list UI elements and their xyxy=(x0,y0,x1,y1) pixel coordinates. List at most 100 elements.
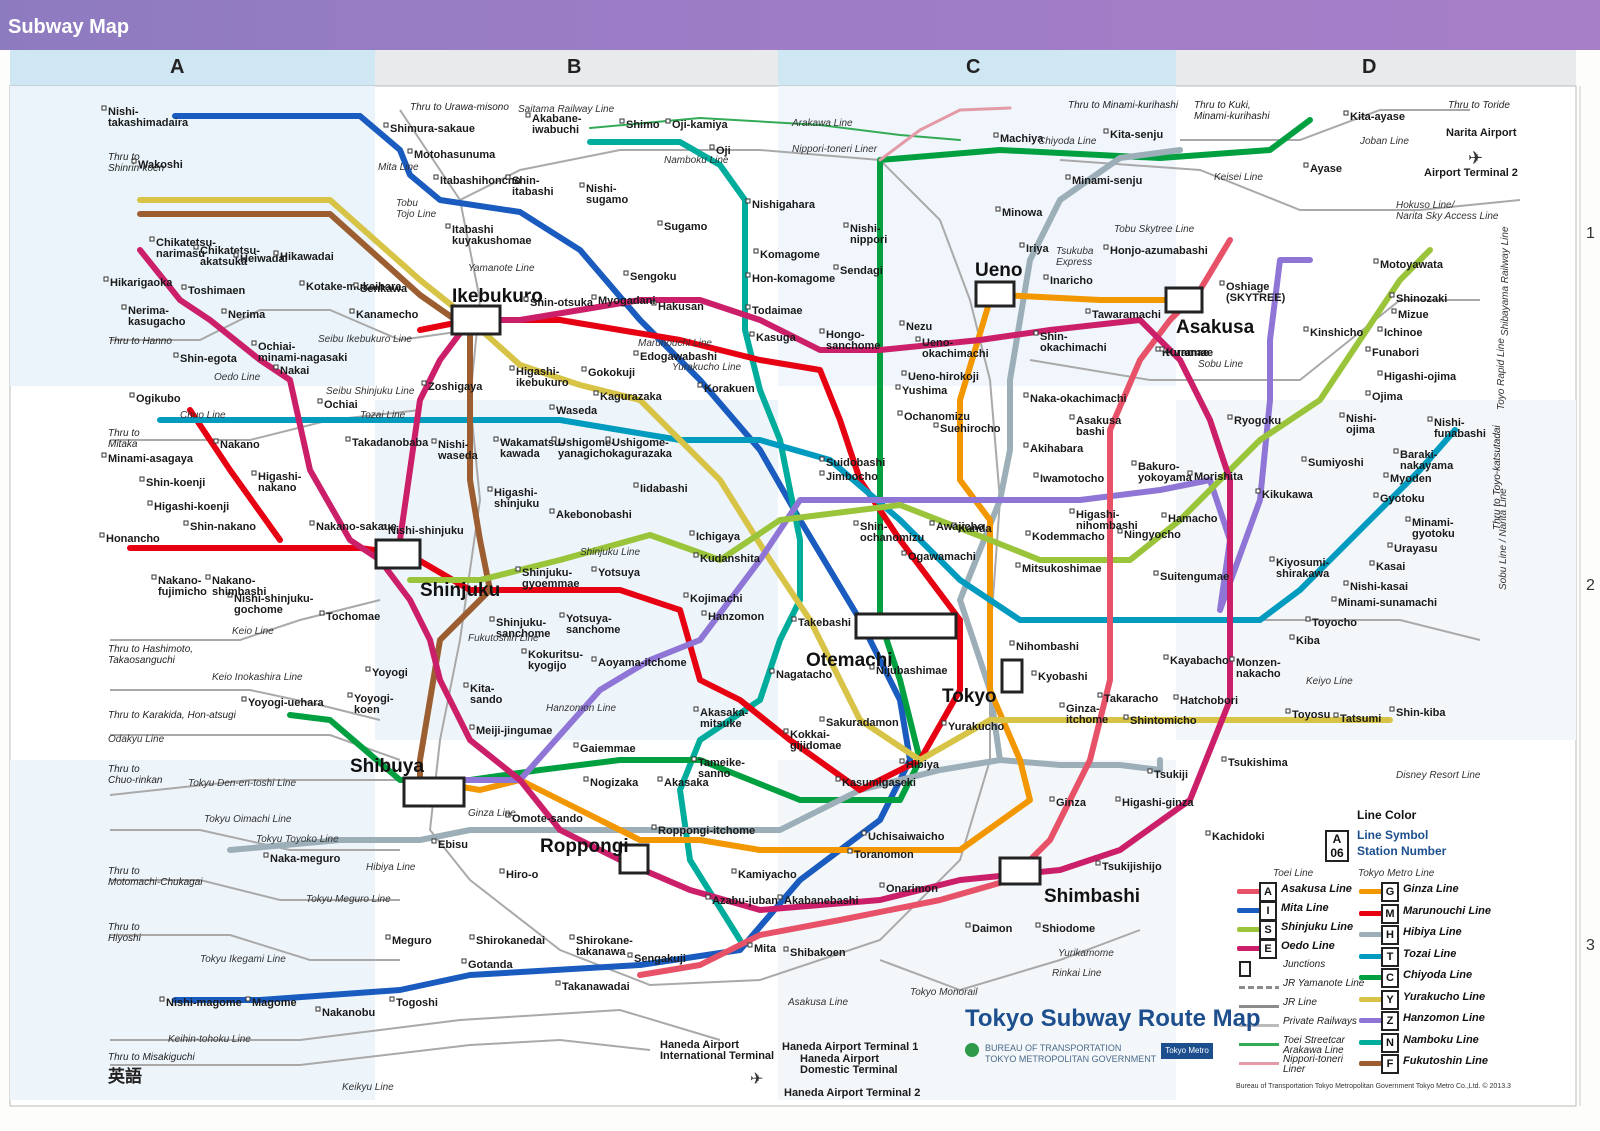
station-marker-iriya xyxy=(1019,242,1025,248)
station-marker-tsukiji xyxy=(1147,768,1153,774)
column-b-letter: B xyxy=(567,56,582,78)
subway-lines xyxy=(127,106,1458,1003)
station-label-nakano: Nakano xyxy=(220,439,260,451)
station-marker-minami-asagaya xyxy=(101,452,107,458)
station-label-tsukiji: Tsukiji xyxy=(1154,769,1188,781)
station-marker-minami-senju xyxy=(1065,174,1071,180)
station-marker-nijubashimae xyxy=(869,664,875,670)
station-marker-yotsuya xyxy=(591,566,597,572)
station-marker-hikawadai xyxy=(273,250,279,256)
station-label-tameike-sanno: Tameike-sanno xyxy=(698,757,745,780)
station-label-hanzomon: Hanzomon xyxy=(708,611,765,623)
station-label-sengakuji: Sengakuji xyxy=(634,953,686,965)
station-marker-mizue xyxy=(1391,308,1397,314)
legend-color-swatch xyxy=(1237,889,1267,894)
station-marker-shiodome xyxy=(1035,922,1041,928)
station-marker-baraki-nakayama xyxy=(1393,448,1399,454)
tokyo-marker xyxy=(1000,658,1024,694)
station-marker-ochiai-minami-nagasaki xyxy=(251,340,257,346)
brand-title: Tokyo Subway Route Map xyxy=(965,1005,1261,1032)
station-label-ryogoku: Ryogoku xyxy=(1234,415,1281,427)
station-label-wakoshi: Wakoshi xyxy=(138,159,183,171)
station-marker-kuramae2 xyxy=(1159,346,1165,352)
legend-line-name: Yurakucho Line xyxy=(1403,990,1486,1003)
station-label-kokuritsu-kyogijo: Kokuritsu-kyogijo xyxy=(528,649,583,672)
station-label-zoshigaya: Zoshigaya xyxy=(428,381,483,393)
line-label-hokuso: Hokuso Line/Narita Sky Access Line xyxy=(1396,200,1499,222)
station-marker-nagatacho xyxy=(769,668,775,674)
legend-line-symbol-badge: T xyxy=(1381,946,1399,967)
legend-sample-letter: A xyxy=(1332,832,1342,846)
station-marker-higashi-nakano xyxy=(251,470,257,476)
column-b-band: B xyxy=(375,50,778,86)
station-label-nishi-kasai: Nishi-kasai xyxy=(1350,581,1408,593)
station-label-yotsuya-sanchome: Yotsuya-sanchome xyxy=(566,613,620,636)
station-label-toshimaen: Toshimaen xyxy=(188,285,246,297)
station-marker-kasuga xyxy=(749,331,755,337)
station-marker-senkawa xyxy=(353,282,359,288)
station-label-kita-ayase: Kita-ayase xyxy=(1350,111,1405,123)
station-label-sendagi: Sendagi xyxy=(840,265,883,277)
station-label-ushigome-yanagicho: Ushigome-yanagicho xyxy=(558,437,615,460)
station-label-akabanebashi: Akabanebashi xyxy=(784,895,859,907)
station-label-nishi-nippori: Nishi-nippori xyxy=(850,223,887,246)
station-marker-shinjuku-gyoemmae xyxy=(515,566,521,572)
station-marker-tameike-sanno xyxy=(691,756,697,762)
station-label-kanda: Kanda xyxy=(958,523,993,535)
station-label-kanamecho: Kanamecho xyxy=(356,309,419,321)
station-label-uchisaiwaicho: Uchisaiwaicho xyxy=(868,831,945,843)
station-label-ginza-itchome: Ginza-itchome xyxy=(1066,703,1108,726)
station-label-shirokane-takanawa: Shirokane-takanawa xyxy=(576,935,633,958)
station-label-hon-komagome: Hon-komagome xyxy=(752,273,835,285)
station-marker-minowa xyxy=(995,206,1001,212)
legend-misc-label: Private Railways xyxy=(1283,1016,1357,1027)
otemachi-marker xyxy=(854,612,958,640)
station-marker-minami-sunamachi xyxy=(1331,596,1337,602)
station-label-oji-kamiya: Oji-kamiya xyxy=(672,119,729,131)
line-label-shibayama: Shibayama Railway Line xyxy=(1500,226,1511,336)
station-label-mizue: Mizue xyxy=(1398,309,1429,321)
station-label-shintomicho: Shintomicho xyxy=(1130,715,1197,727)
station-label-shin-koenji: Shin-koenji xyxy=(146,477,205,489)
station-marker-honancho xyxy=(99,532,105,538)
station-label-yoyogi: Yoyogi xyxy=(372,667,408,679)
station-marker-sakuradamon xyxy=(819,716,825,722)
line-label-odakyu-line: Odakyu Line xyxy=(108,734,165,745)
station-marker-hanzomon xyxy=(701,610,707,616)
station-marker-kagurazaka xyxy=(593,390,599,396)
station-marker-akabanebashi xyxy=(777,894,783,900)
station-label-inaricho: Inaricho xyxy=(1050,275,1093,287)
station-marker-komagome xyxy=(753,248,759,254)
station-marker-takanawadai xyxy=(555,980,561,986)
station-marker-kita-sando xyxy=(463,682,469,688)
station-label-kojimachi: Kojimachi xyxy=(690,593,743,605)
station-marker-toyosu xyxy=(1285,708,1291,714)
station-label-iidabashi: Iidabashi xyxy=(640,483,688,495)
station-marker-hibiya xyxy=(899,758,905,764)
shinjuku-marker xyxy=(374,538,422,570)
station-label-minami-gyotoku: Minami-gyotoku xyxy=(1412,517,1455,540)
legend-color-swatch xyxy=(1359,975,1389,980)
station-marker-oji-kamiya xyxy=(665,118,671,124)
station-label-kagurazaka: Kagurazaka xyxy=(600,391,663,403)
station-marker-uchisaiwaicho xyxy=(861,830,867,836)
station-label-itabashihoncho: Itabashihoncho xyxy=(440,175,522,187)
legend-line-name: Hibiya Line xyxy=(1403,926,1462,938)
legend-misc-swatch xyxy=(1239,1062,1279,1065)
station-marker-kokkai-gijidomae xyxy=(783,728,789,734)
line-label-keihin-tohoku: Keihin-tohoku Line xyxy=(168,1034,251,1045)
line-label-tobu-skytree: Tobu Skytree Line xyxy=(1114,224,1195,235)
station-marker-mitsukoshimae xyxy=(1015,562,1021,568)
station-label-nishi-takashimadaira: Nishi-takashimadaira xyxy=(108,106,189,129)
line-label-chiyoda-line: Chiyoda Line xyxy=(1038,136,1097,147)
airport-label-narita: Narita Airport xyxy=(1446,127,1517,139)
station-label-senkawa: Senkawa xyxy=(360,283,408,295)
line-label-ginza-line: Ginza Line xyxy=(468,808,516,819)
station-label-tawaramachi: Tawaramachi xyxy=(1092,309,1161,321)
station-label-shin-ochanomizu: Shin-ochanomizu xyxy=(860,521,924,544)
station-marker-ushigome-kagurazaka xyxy=(605,436,611,442)
station-label-ningyocho: Ningyocho xyxy=(1124,529,1181,541)
